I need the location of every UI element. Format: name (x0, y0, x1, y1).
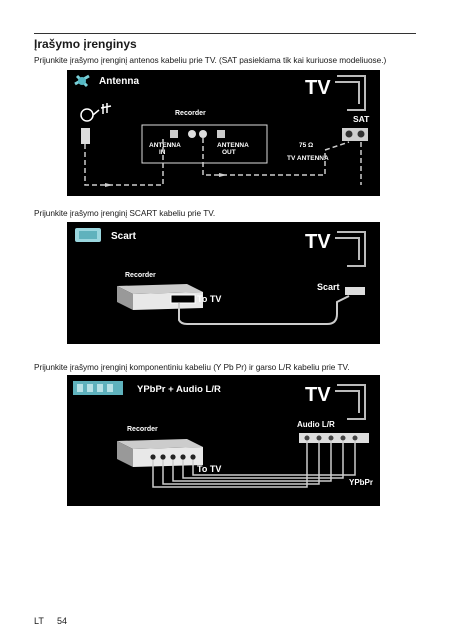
tv-rca-port-block (299, 433, 369, 443)
recorder-label-scart: Recorder (125, 272, 156, 279)
recorder-box (141, 124, 268, 164)
caption-scart: Prijunkite įrašymo įrenginį SCART kabeli… (34, 208, 216, 218)
tv-outline (335, 75, 366, 111)
caption-antenna: Prijunkite įrašymo įrenginį antenos kabe… (34, 55, 387, 65)
tv-label: TV (305, 77, 331, 99)
ypbpr-heading: YPbPr + Audio L/R (137, 384, 221, 395)
tv-antenna-label: TV ANTENNA (287, 155, 329, 162)
recorder-scart-port (170, 294, 196, 304)
footer-language: LT (34, 616, 44, 626)
antenna-in-label-2: IN (159, 149, 166, 156)
footer-page-number: 54 (57, 616, 68, 626)
to-tv-label-component: To TV (197, 464, 221, 474)
scart-connector-icon (75, 228, 101, 242)
antenna-in-label-1: ANTENNA (149, 142, 181, 149)
section-title: Įrašymo įrenginys (34, 37, 137, 51)
antenna-out-label-2: OUT (222, 149, 236, 156)
to-tv-label-scart: To TV (197, 294, 221, 304)
tv-rca-ports (304, 435, 358, 441)
tv-scart-port-label: Scart (317, 282, 340, 292)
sat-label: SAT (353, 114, 370, 124)
component-cables (152, 441, 356, 488)
satellite-dish-icon (80, 103, 112, 122)
tv-label-scart: TV (305, 231, 331, 253)
tv-scart-port (345, 287, 365, 295)
diagram-scart: Scart TV Recorder To TV Scart (67, 222, 380, 344)
connector-icons (170, 130, 225, 138)
recorder-label-component: Recorder (127, 426, 158, 433)
tv-label-component: TV (305, 384, 331, 406)
diagram-component: YPbPr + Audio L/R TV Recorder To TV Audi… (67, 375, 380, 506)
diagram-antenna: Antenna TV Recorder ANTENNA IN ANTENNA O… (67, 70, 380, 196)
top-rule (34, 33, 416, 34)
tv-outline-scart (335, 231, 366, 267)
tv-outline-component (335, 384, 366, 420)
component-plugs-icon (73, 381, 123, 395)
caption-component: Prijunkite įrašymo įrenginį komponentini… (34, 362, 350, 372)
wall-socket-icon (81, 128, 90, 144)
antenna-out-label-1: ANTENNA (217, 142, 249, 149)
scart-heading: Scart (111, 231, 137, 242)
cable-paths (84, 138, 362, 186)
ohm-label: 75 Ω (299, 142, 313, 149)
ypbpr-label: YPbPr (349, 478, 373, 487)
antenna-heading: Antenna (99, 76, 139, 87)
scart-cable (178, 295, 350, 325)
recorder-rca-ports (150, 454, 196, 460)
recorder-box-component (117, 439, 203, 467)
recorder-label: Recorder (175, 110, 206, 117)
antenna-icon (74, 74, 90, 88)
audio-lr-label: Audio L/R (297, 420, 335, 429)
